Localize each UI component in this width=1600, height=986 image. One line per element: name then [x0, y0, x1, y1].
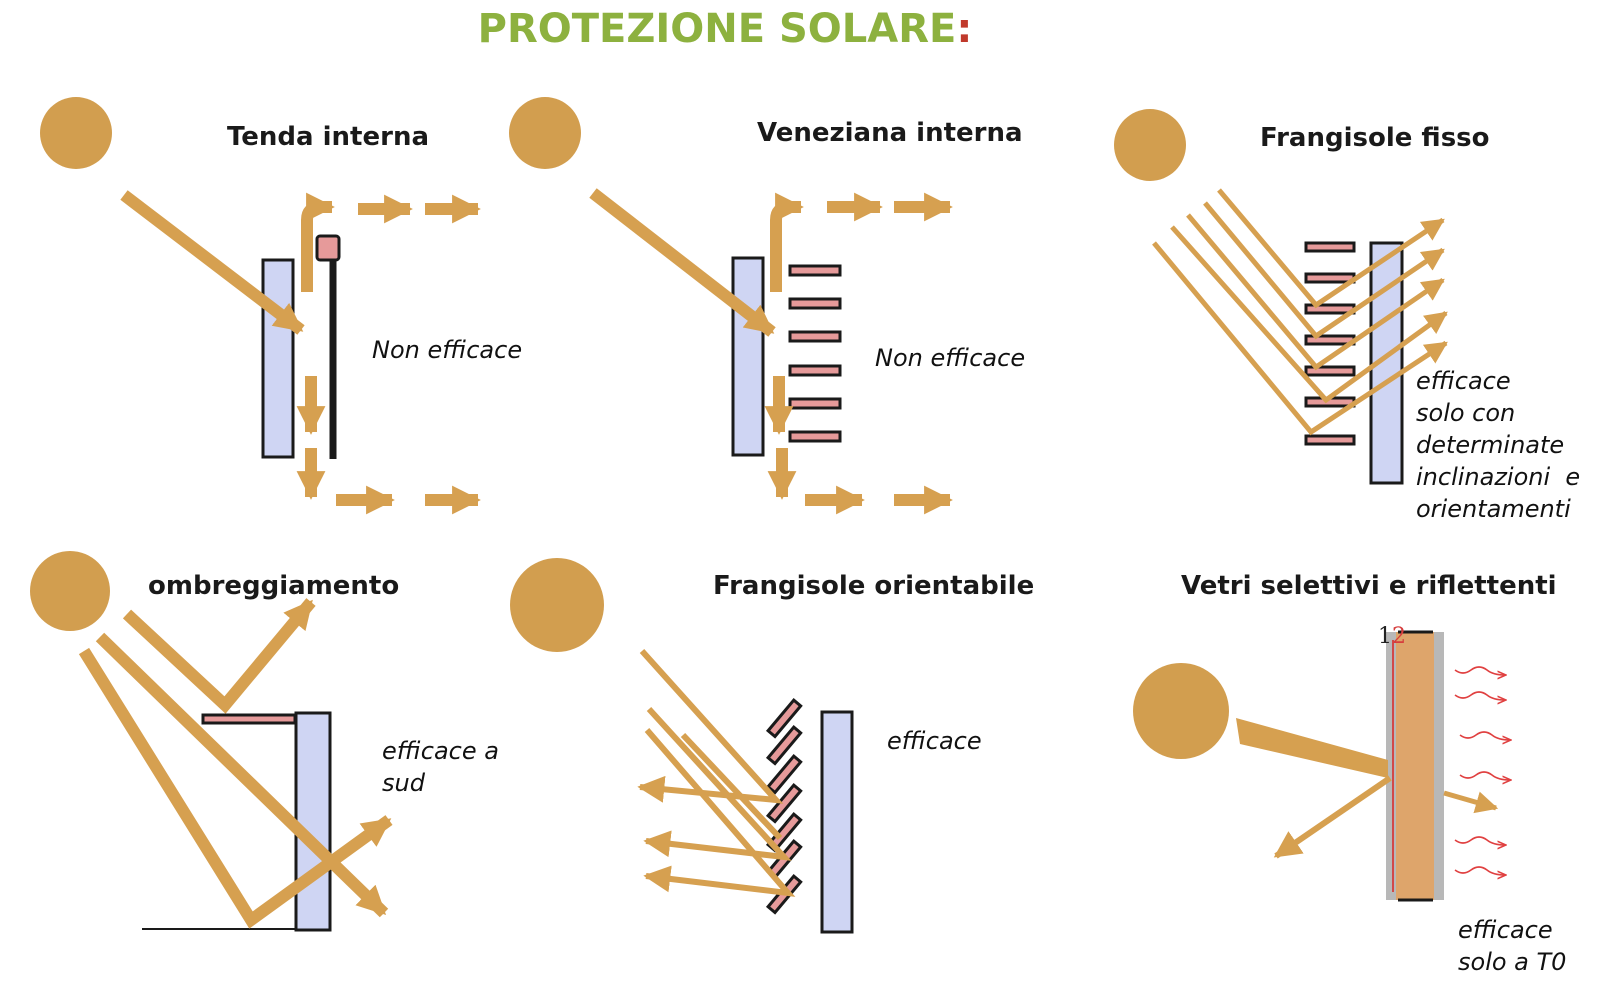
heat-flow-arrows	[589, 188, 953, 515]
panel-heading: Veneziana interna	[757, 118, 1023, 148]
panel-heading: Frangisole fisso	[1260, 123, 1490, 153]
reflected-rays	[1152, 188, 1448, 436]
panel-note: efficace solo a T0	[1458, 916, 1567, 976]
reflected-rays	[637, 648, 796, 897]
sun-icon	[30, 551, 110, 631]
page-title-text: PROTEZIONE SOLARE	[477, 6, 957, 52]
panel-note: efficace a sud	[382, 737, 499, 797]
page-title: PROTEZIONE SOLARE:	[0, 6, 1450, 52]
sun-rays	[1236, 718, 1499, 859]
window-glass	[261, 258, 295, 459]
glazing-layer-labels: 12	[1378, 624, 1406, 649]
page-title-colon: :	[956, 6, 973, 52]
panel-heading: Tenda interna	[227, 122, 429, 152]
window-glass	[731, 256, 765, 457]
glazing-inner-pane	[1434, 632, 1444, 900]
panel-frangisole-fisso	[1114, 109, 1448, 485]
panel-heading: Vetri selettivi e riflettenti	[1181, 571, 1557, 601]
adjustable-slats	[765, 697, 803, 915]
sun-icon	[1114, 109, 1186, 181]
panel-frangisole-orientabile	[510, 558, 854, 934]
overhang	[201, 713, 297, 725]
sun-icon	[1133, 663, 1229, 759]
panel-note: Non efficace	[875, 344, 1026, 372]
curtain-head	[315, 234, 341, 262]
heat-flow-arrows	[120, 190, 481, 515]
sun-rays	[78, 598, 393, 929]
layer-label-1: 1	[1378, 624, 1392, 649]
panel-note: efficace solo con determinate inclinazio…	[1416, 367, 1581, 523]
sun-icon	[40, 97, 112, 169]
panel-tenda-interna	[40, 97, 481, 515]
heat-wave-arrows	[1454, 666, 1510, 875]
window-glass	[820, 710, 854, 934]
blind-slats	[788, 264, 842, 443]
panel-note: Non efficace	[372, 336, 523, 364]
panel-heading: Frangisole orientabile	[713, 571, 1035, 601]
panel-veneziana-interna	[509, 97, 953, 515]
glazing-cavity	[1396, 632, 1434, 900]
layer-label-2: 2	[1392, 624, 1406, 649]
window-glass	[294, 711, 332, 932]
panel-vetri-selettivi	[1133, 630, 1510, 902]
panel-note: efficace	[887, 727, 982, 755]
sun-icon	[509, 97, 581, 169]
panel-ombreggiamento	[30, 551, 393, 932]
panel-heading: ombreggiamento	[148, 571, 400, 601]
sun-icon	[510, 558, 604, 652]
glazing-outer-pane	[1386, 632, 1396, 900]
